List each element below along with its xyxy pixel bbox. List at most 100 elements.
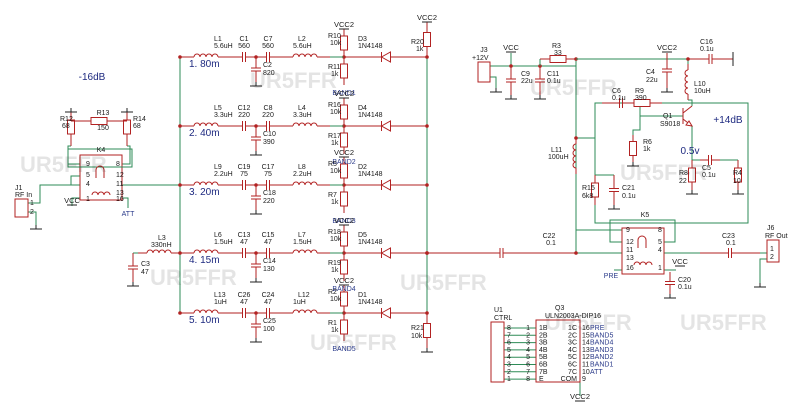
- q3-ref: Q3: [555, 305, 564, 312]
- q1-value: S9018: [660, 121, 680, 128]
- band1-vcc2-label: VCC2: [334, 20, 354, 29]
- u1-name: CTRL: [494, 315, 512, 322]
- q3-out-pin: 15: [582, 332, 590, 339]
- band-cs-value: 100: [263, 326, 275, 333]
- q3-in-label: 3B: [539, 340, 548, 347]
- band-cs-value: 220: [263, 198, 275, 205]
- c3-value: 47: [141, 269, 149, 276]
- q3-out-pin: 9: [582, 376, 586, 383]
- band-cs-value: 390: [263, 139, 275, 146]
- c5-value: 0.1u: [702, 172, 716, 179]
- k5-pin: 9: [626, 227, 630, 234]
- watermark-text: UR5FFR: [620, 160, 707, 185]
- band3-diode: [380, 179, 391, 191]
- j3-ref: J3: [480, 47, 488, 54]
- band3-net-label: BAND3: [332, 218, 355, 225]
- q3-in-label: E: [539, 376, 544, 383]
- r12-value: 68: [62, 123, 70, 130]
- l10-ref: L10: [694, 81, 706, 88]
- k5-vcc-label: VCC: [672, 257, 688, 266]
- u1-pin: 4: [507, 354, 511, 361]
- band-la-ref: L1: [214, 36, 222, 43]
- band-rb-value: 1k: [331, 71, 339, 78]
- band-rt-value: 10k: [330, 109, 342, 116]
- l3-value: 330nH: [151, 242, 172, 249]
- band5-net-label: BAND5: [332, 346, 355, 353]
- r3-value: 33: [554, 50, 562, 57]
- band-rt-ref: R2: [328, 289, 337, 296]
- u1-pin: 3: [507, 362, 511, 369]
- watermark-text: UR5FFR: [400, 270, 487, 295]
- watermark-text: UR5FFR: [680, 310, 767, 335]
- q3-in-pin: 6: [526, 362, 530, 369]
- band5-inductor-a: [193, 309, 219, 314]
- band2-inductor-a: [193, 122, 219, 127]
- watermark-text: UR5FFR: [20, 152, 107, 177]
- band-cs-ref: C18: [263, 190, 276, 197]
- band-cs-ref: C25: [263, 318, 276, 325]
- band-rt-value: 10k: [330, 236, 342, 243]
- c23-value: 0.1: [726, 240, 736, 247]
- q3-in-pin: 5: [526, 354, 530, 361]
- r20-resistor: [423, 32, 431, 47]
- band-la-value: 5.6uH: [214, 43, 233, 50]
- q3-out-pin: 13: [582, 347, 590, 354]
- r14-resistor: [123, 119, 131, 135]
- r20-ref: R20: [411, 39, 424, 46]
- r4-value: 10: [733, 178, 741, 185]
- j1-ref: J1: [15, 185, 23, 192]
- k5-pin: 12: [626, 239, 634, 246]
- q3-in-pin: 4: [526, 347, 530, 354]
- q3-out-pin: 10: [582, 369, 590, 376]
- r15-ref: R15: [582, 185, 595, 192]
- band-lb-value: 5.6uH: [293, 43, 312, 50]
- c11-ref: C11: [547, 71, 559, 78]
- watermark-text: UR5FFR: [150, 265, 237, 290]
- c6-ref: C6: [612, 88, 621, 95]
- band-cb-ref: C17: [262, 164, 275, 171]
- r8-value: 22: [679, 178, 687, 185]
- watermark-text: UR5FFR: [250, 68, 337, 93]
- q3-in-pin: 1: [526, 325, 530, 332]
- band-cb-value: 220: [262, 112, 274, 119]
- band4-net-label: BAND4: [332, 286, 355, 293]
- c21-ref: C21: [622, 185, 635, 192]
- k4-pin: 11: [116, 181, 123, 188]
- band-cb-value: 47: [264, 299, 272, 306]
- c4-value: 22u: [646, 77, 658, 84]
- band-d-ref: D5: [358, 232, 367, 239]
- j6-pin1: 1: [770, 246, 774, 253]
- band-rb-value: 1k: [331, 199, 339, 206]
- band-rb-value: 1k: [331, 327, 339, 334]
- q3-out-label: 5C: [568, 354, 577, 361]
- u1-pin: 1: [507, 376, 511, 383]
- band-rb-ref: R17: [328, 133, 341, 140]
- r20-vcc2-label: VCC2: [417, 13, 437, 22]
- band-la-value: 3.3uH: [214, 112, 233, 119]
- band-d-value: 1N4148: [358, 43, 383, 50]
- q3-out-pin: 16: [582, 325, 590, 332]
- q3-out-label: 2C: [568, 332, 577, 339]
- band-la-value: 2.2uH: [214, 171, 233, 178]
- l11-ref: L11: [551, 147, 562, 154]
- band-d-value: 1N4148: [358, 239, 383, 246]
- k5-contact-symbol: [637, 235, 647, 248]
- band5-vcc2-label: VCC2: [334, 276, 354, 285]
- band5-inductor-b: [292, 309, 318, 314]
- r20-value: 1k: [416, 46, 424, 53]
- k4-contact-symbol: [95, 165, 105, 178]
- band1-net-label: BAND1: [332, 90, 355, 97]
- band-la-ref: L9: [214, 164, 222, 171]
- u1-pin: 5: [507, 347, 511, 354]
- c9-value: 22u: [521, 78, 533, 85]
- band-ca-ref: C1: [240, 36, 249, 43]
- j3-vcc-label: VCC: [503, 43, 519, 52]
- r13-value: 150: [97, 125, 109, 132]
- band-lb-ref: L4: [298, 105, 306, 112]
- k5-ref: K5: [641, 212, 650, 219]
- q3-out-pin: 11: [582, 362, 589, 369]
- c16-value: 0.1u: [700, 46, 714, 53]
- band-lb-ref: L8: [298, 164, 306, 171]
